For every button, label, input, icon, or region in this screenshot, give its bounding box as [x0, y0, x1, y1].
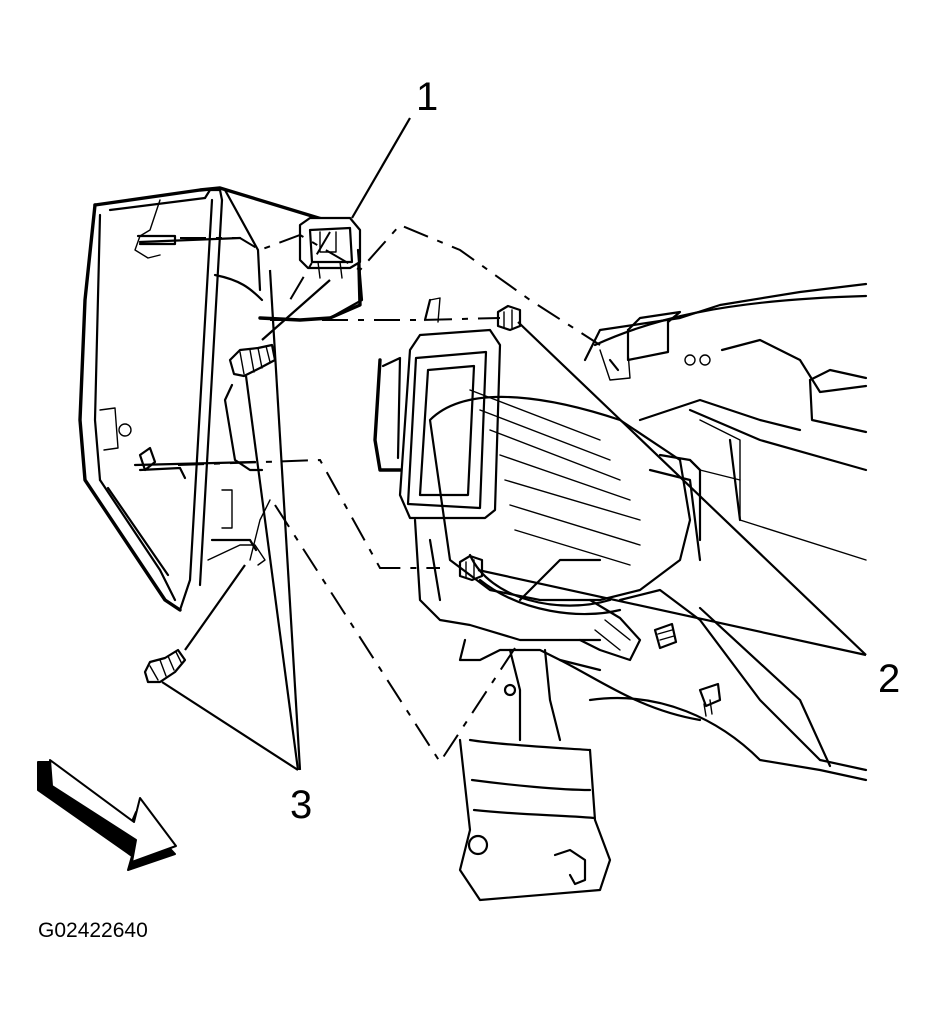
- leader-lines: [161, 117, 867, 771]
- front-direction-arrow-icon: [37, 759, 177, 871]
- duct-nut-lower: [458, 554, 484, 582]
- duct-nut-upper: [496, 304, 522, 332]
- mounting-bracket: [298, 216, 364, 320]
- knee-bolster-panel: [78, 186, 364, 612]
- bolt-lower: [143, 648, 187, 684]
- callout-1-label: 1: [416, 75, 438, 119]
- callout-3-label: 3: [290, 783, 312, 827]
- callout-2-label: 2: [878, 657, 900, 701]
- steering-column-support: [458, 638, 702, 902]
- bolt-upper: [228, 343, 277, 378]
- figure-code: G02422640: [38, 919, 148, 942]
- instrument-panel-structure: [583, 282, 868, 782]
- alignment-lines: [177, 223, 601, 764]
- air-duct-assembly: [373, 297, 702, 662]
